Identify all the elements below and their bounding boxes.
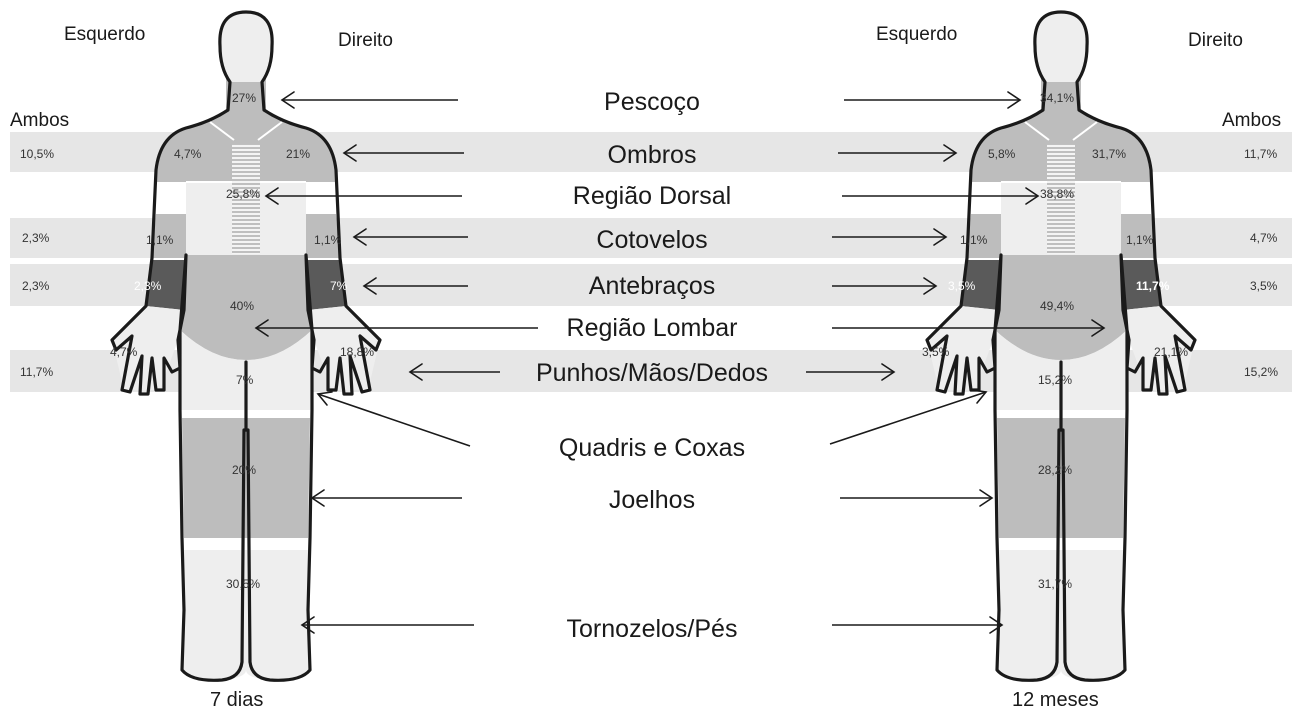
both-cotovelos-7-dias: 2,3% — [22, 231, 50, 245]
val-joelhos-12-meses: 28,2% — [1038, 463, 1072, 477]
arrow-left-quadris — [318, 394, 470, 446]
region-label-cotovelos: Cotovelos — [596, 226, 707, 254]
header-direito-left: Direito — [338, 30, 393, 51]
header-ambos-right: Ambos — [1222, 110, 1281, 131]
val-cotovelos-esq-12-meses: 1,1% — [960, 233, 988, 247]
val-ombros-esq-12-meses: 5,8% — [988, 147, 1016, 161]
both-cotovelos-12-meses: 4,7% — [1250, 231, 1278, 245]
val-quadris-7-dias: 7% — [236, 373, 254, 387]
val-cotovelos-dir-12-meses: 1,1% — [1126, 233, 1154, 247]
header-esquerdo-left: Esquerdo — [64, 24, 145, 45]
val-punhos-esq-7-dias: 4,7% — [110, 345, 138, 359]
both-ombros-7-dias: 10,5% — [20, 147, 54, 161]
region-label-punhos: Punhos/Mãos/Dedos — [536, 359, 768, 387]
region-label-regiao-lombar: Região Lombar — [567, 314, 738, 342]
val-tornozelos-12-meses: 31,7% — [1038, 577, 1072, 591]
val-tornozelos-7-dias: 30,5% — [226, 577, 260, 591]
both-antebracos-12-meses: 3,5% — [1250, 279, 1278, 293]
val-dorsal-12-meses: 38,8% — [1040, 187, 1074, 201]
val-ombros-dir-12-meses: 31,7% — [1092, 147, 1126, 161]
region-label-quadris: Quadris e Coxas — [559, 434, 745, 462]
val-cotovelos-esq-7-dias: 1,1% — [146, 233, 174, 247]
val-punhos-dir-12-meses: 21,1% — [1154, 345, 1188, 359]
both-punhos-12-meses: 15,2% — [1244, 365, 1278, 379]
both-ombros-12-meses: 11,7% — [1244, 147, 1277, 161]
val-ombros-esq-7-dias: 4,7% — [174, 147, 202, 161]
val-punhos-dir-7-dias: 18,8% — [340, 345, 374, 359]
region-label-joelhos: Joelhos — [609, 486, 695, 514]
region-label-tornozelos: Tornozelos/Pés — [567, 615, 738, 643]
val-ombros-dir-7-dias: 21% — [286, 147, 310, 161]
region-label-pescoco: Pescoço — [604, 88, 700, 116]
region-label-ombros: Ombros — [608, 141, 697, 169]
val-joelhos-7-dias: 20% — [232, 463, 256, 477]
val-pescoco-7-dias: 27% — [232, 91, 256, 105]
region-label-antebracos: Antebraços — [589, 272, 715, 300]
val-antebracos-esq-12-meses: 3,5% — [948, 279, 976, 293]
val-pescoco-12-meses: 34,1% — [1040, 91, 1074, 105]
caption-12-meses: 12 meses — [1012, 689, 1099, 711]
val-punhos-esq-12-meses: 3,5% — [922, 345, 950, 359]
both-punhos-7-dias: 11,7% — [20, 365, 53, 379]
val-cotovelos-dir-7-dias: 1,1% — [314, 233, 342, 247]
header-esquerdo-right: Esquerdo — [876, 24, 957, 45]
header-direito-right: Direito — [1188, 30, 1243, 51]
both-antebracos-7-dias: 2,3% — [22, 279, 50, 293]
val-antebracos-esq-7-dias: 2,3% — [134, 279, 162, 293]
arrow-right-quadris — [830, 392, 986, 444]
val-antebracos-dir-12-meses: 11,7% — [1136, 279, 1170, 293]
header-ambos-left: Ambos — [10, 110, 69, 131]
val-lombar-7-dias: 40% — [230, 299, 254, 313]
val-quadris-12-meses: 15,2% — [1038, 373, 1072, 387]
caption-7-dias: 7 dias — [210, 689, 263, 711]
val-lombar-12-meses: 49,4% — [1040, 299, 1074, 313]
val-antebracos-dir-7-dias: 7% — [330, 279, 348, 293]
val-dorsal-7-dias: 25,8% — [226, 187, 260, 201]
region-label-regiao-dorsal: Região Dorsal — [573, 182, 731, 210]
